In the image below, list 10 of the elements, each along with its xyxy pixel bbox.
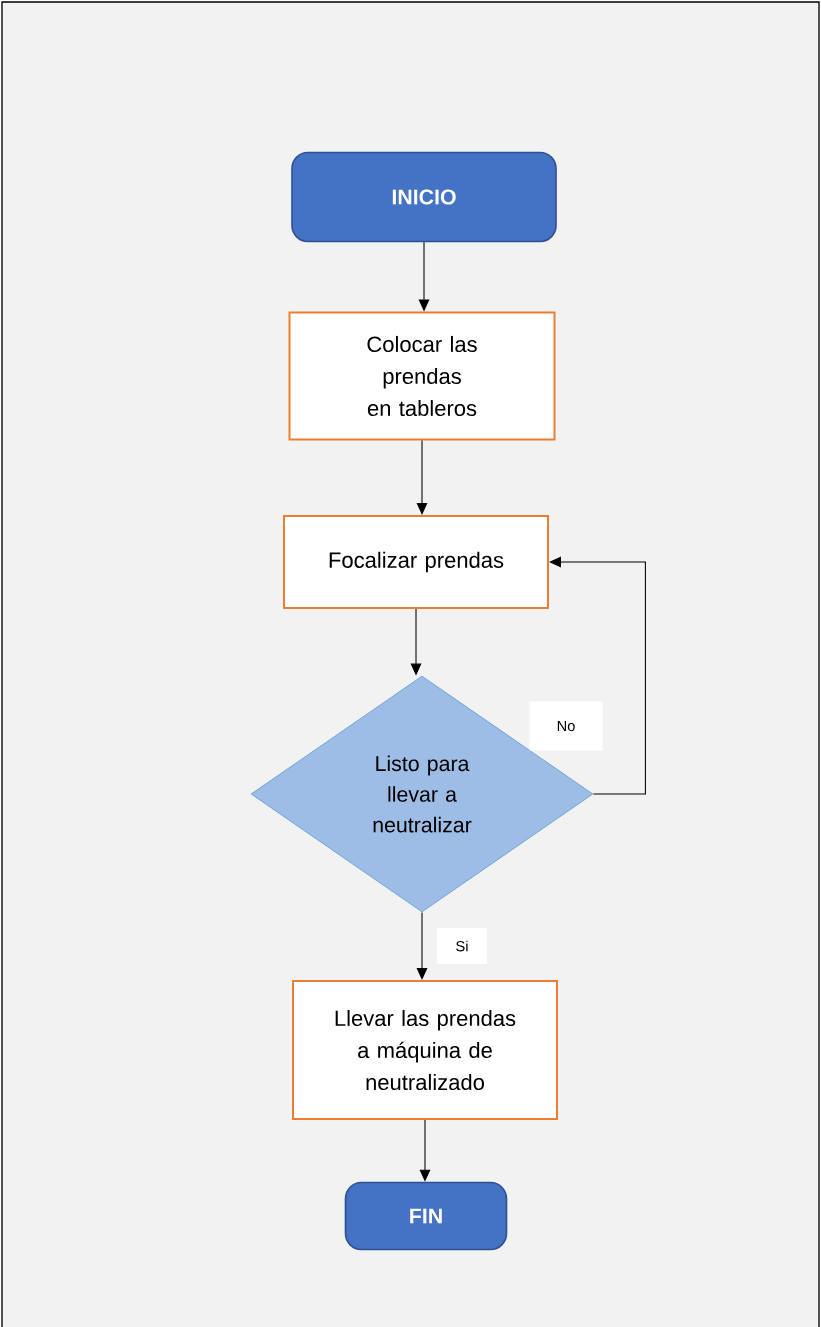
arrow (416, 911, 428, 980)
process-box: Focalizar prendas (283, 515, 549, 609)
arrow (549, 556, 646, 795)
edge-label: Si (437, 928, 487, 964)
process-box: Colocar las prendas en tableros (288, 311, 556, 441)
process-box: Llevar las prendas a máquina de neutralizado (292, 980, 558, 1120)
edge-label: No (529, 701, 603, 751)
terminal-box: FIN (344, 1181, 508, 1251)
terminal-box: INICIO (291, 151, 557, 243)
arrow (416, 439, 428, 515)
